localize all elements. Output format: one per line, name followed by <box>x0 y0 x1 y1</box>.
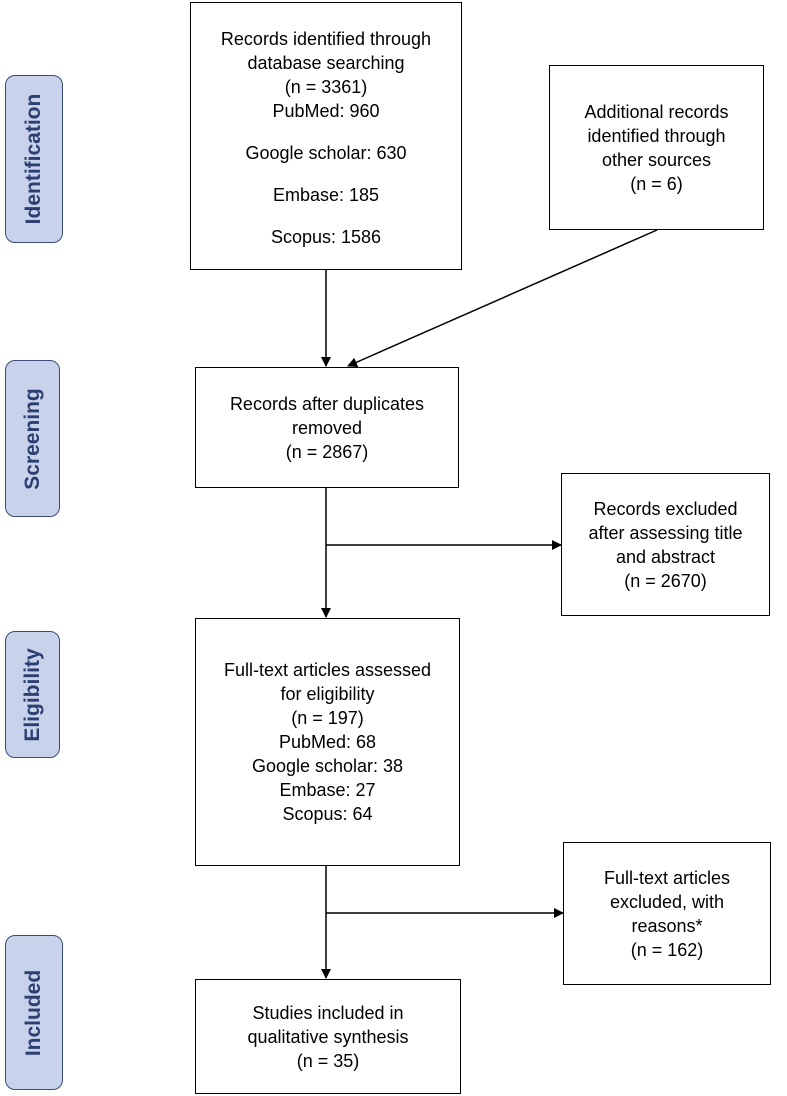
included-studies-count: (n = 35) <box>296 1050 360 1071</box>
excluded-title-count: (n = 2670) <box>624 570 707 591</box>
stage-identification: Identification <box>5 75 63 243</box>
other-sources-count: (n = 6) <box>630 173 683 194</box>
database-search-embase: Embase: 185 <box>272 185 380 205</box>
included-studies-line-1: Studies included in <box>252 1002 404 1023</box>
full-text-assessed-line-1: Full-text articles assessed <box>223 660 432 680</box>
box-full-text-excluded: Full-text articles excluded, with reason… <box>563 842 771 985</box>
database-search-pubmed: PubMed: 960 <box>272 101 380 121</box>
database-search-google-scholar: Google scholar: 630 <box>245 143 407 163</box>
full-text-excluded-line-3: reasons* <box>631 915 703 936</box>
box-other-sources: Additional records identified through ot… <box>549 65 764 230</box>
box-after-duplicates: Records after duplicates removed (n = 28… <box>195 367 459 488</box>
box-included-studies: Studies included in qualitative synthesi… <box>195 979 461 1094</box>
full-text-assessed-google-scholar: Google scholar: 38 <box>251 756 404 776</box>
full-text-assessed-pubmed: PubMed: 68 <box>278 732 377 752</box>
box-excluded-title-abstract: Records excluded after assessing title a… <box>561 473 770 616</box>
full-text-excluded-line-2: excluded, with <box>609 891 725 912</box>
after-duplicates-line-2: removed <box>291 417 363 438</box>
stage-eligibility: Eligibility <box>5 631 60 758</box>
database-search-line-1: Records identified through <box>220 29 432 49</box>
database-search-count: (n = 3361) <box>284 77 368 97</box>
other-sources-line-3: other sources <box>601 149 712 170</box>
database-search-scopus: Scopus: 1586 <box>270 227 382 247</box>
excluded-title-line-1: Records excluded <box>593 498 738 519</box>
included-studies-line-2: qualitative synthesis <box>247 1026 409 1047</box>
excluded-title-line-3: and abstract <box>615 546 716 567</box>
full-text-assessed-embase: Embase: 27 <box>279 780 376 800</box>
database-search-line-2: database searching <box>247 53 405 73</box>
full-text-excluded-line-1: Full-text articles <box>603 867 731 888</box>
stage-included: Included <box>5 935 63 1090</box>
after-duplicates-count: (n = 2867) <box>285 441 369 462</box>
full-text-assessed-line-2: for eligibility <box>280 684 375 704</box>
stage-screening: Screening <box>5 360 60 517</box>
other-sources-line-2: identified through <box>587 125 726 146</box>
excluded-title-line-2: after assessing title <box>588 522 743 543</box>
full-text-assessed-count: (n = 197) <box>291 708 364 728</box>
box-database-search: Records identified through database sear… <box>190 2 462 270</box>
full-text-assessed-scopus: Scopus: 64 <box>282 804 373 824</box>
box-full-text-assessed: Full-text articles assessed for eligibil… <box>195 618 460 866</box>
other-sources-line-1: Additional records <box>584 101 729 122</box>
arrow-other-to-duplicates <box>347 229 658 367</box>
full-text-excluded-count: (n = 162) <box>630 939 704 960</box>
after-duplicates-line-1: Records after duplicates <box>229 393 425 414</box>
